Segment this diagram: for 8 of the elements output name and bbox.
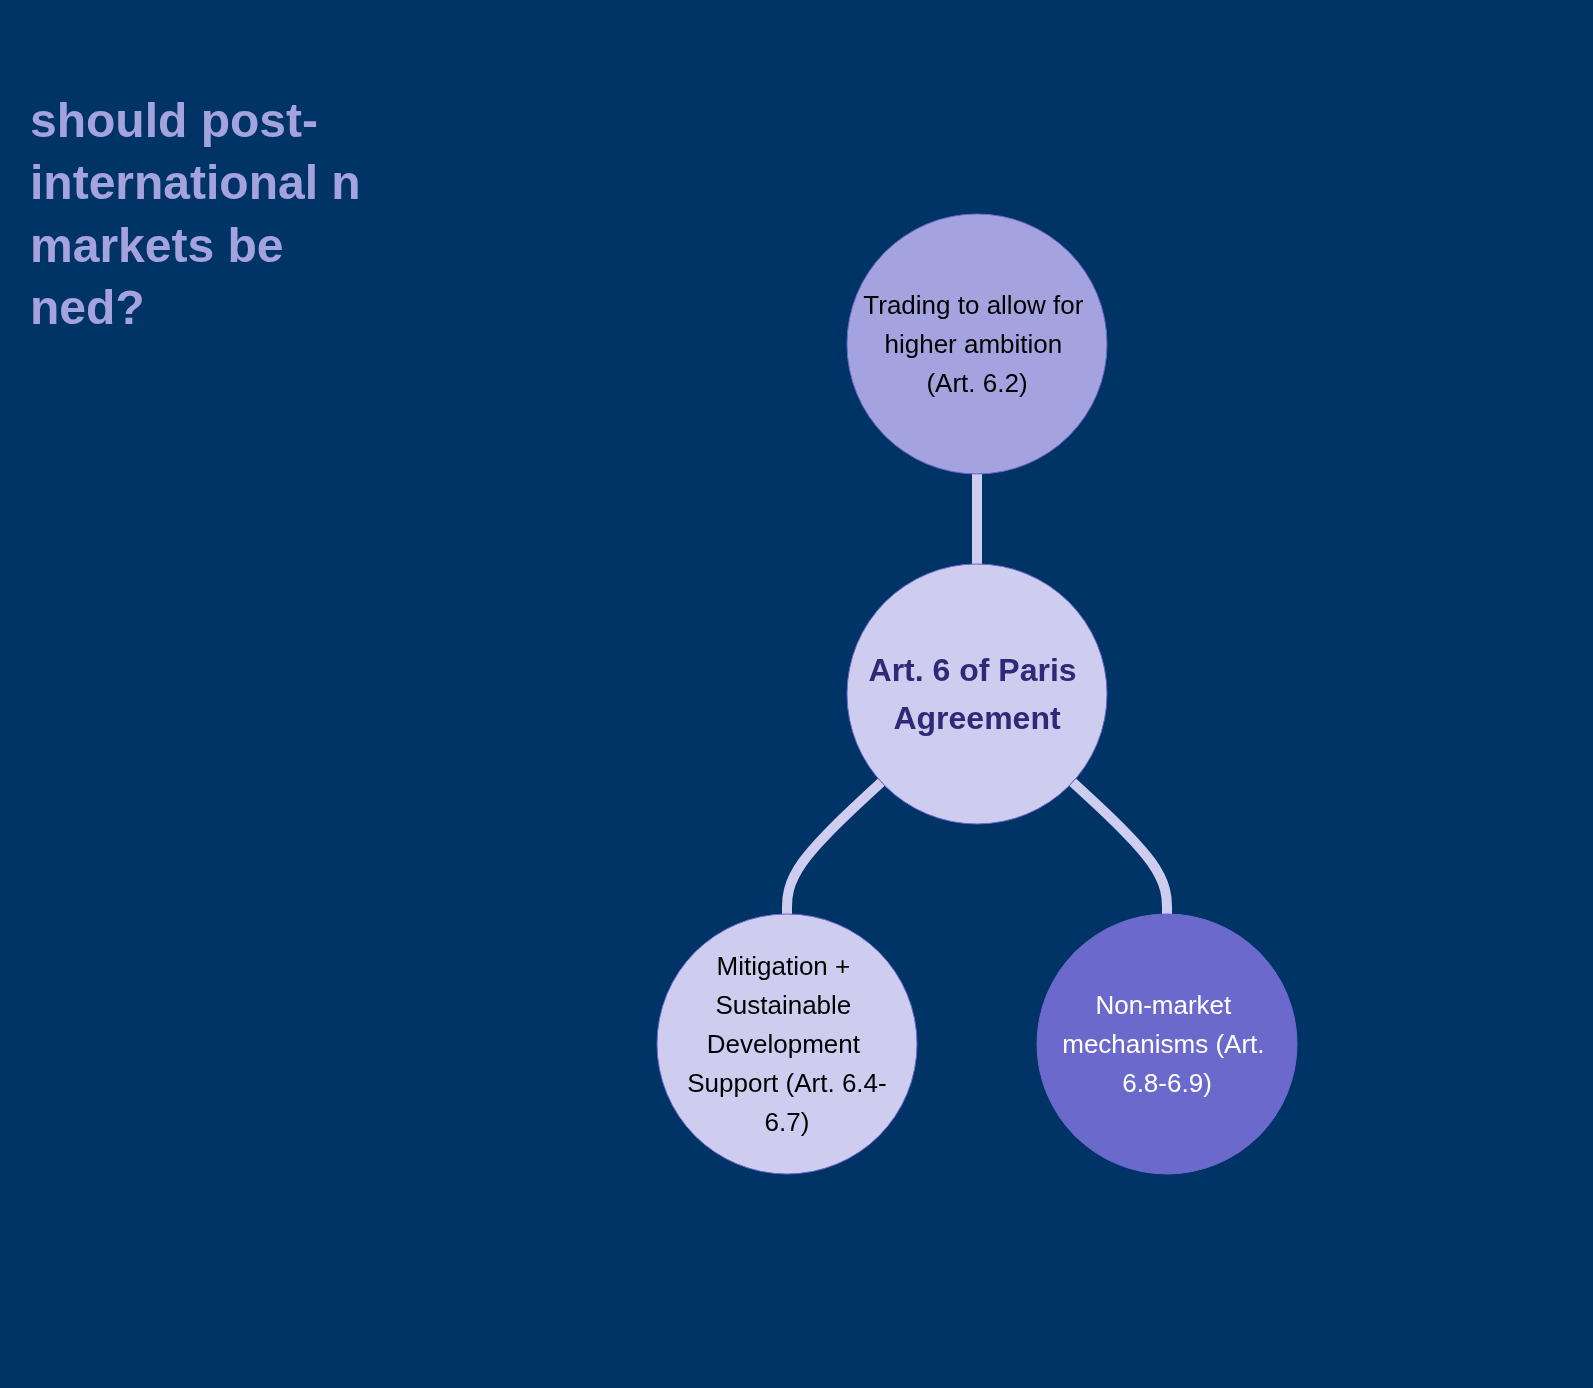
- connector: [971, 474, 982, 564]
- connector: [1068, 778, 1172, 914]
- node-circle: Trading to allow for higher ambition (Art. 6.2): [846, 213, 1107, 475]
- node-circle: Mitigation + Sustainable Development Support (Art. 6.4-6.7): [656, 913, 917, 1175]
- node-circle: Art. 6 of Paris Agreement: [846, 563, 1107, 825]
- connector: [781, 778, 885, 914]
- title: should post- international n markets be ned?: [30, 93, 362, 337]
- node-circle: Non-market mechanisms (Art. 6.8-6.9): [1036, 913, 1297, 1175]
